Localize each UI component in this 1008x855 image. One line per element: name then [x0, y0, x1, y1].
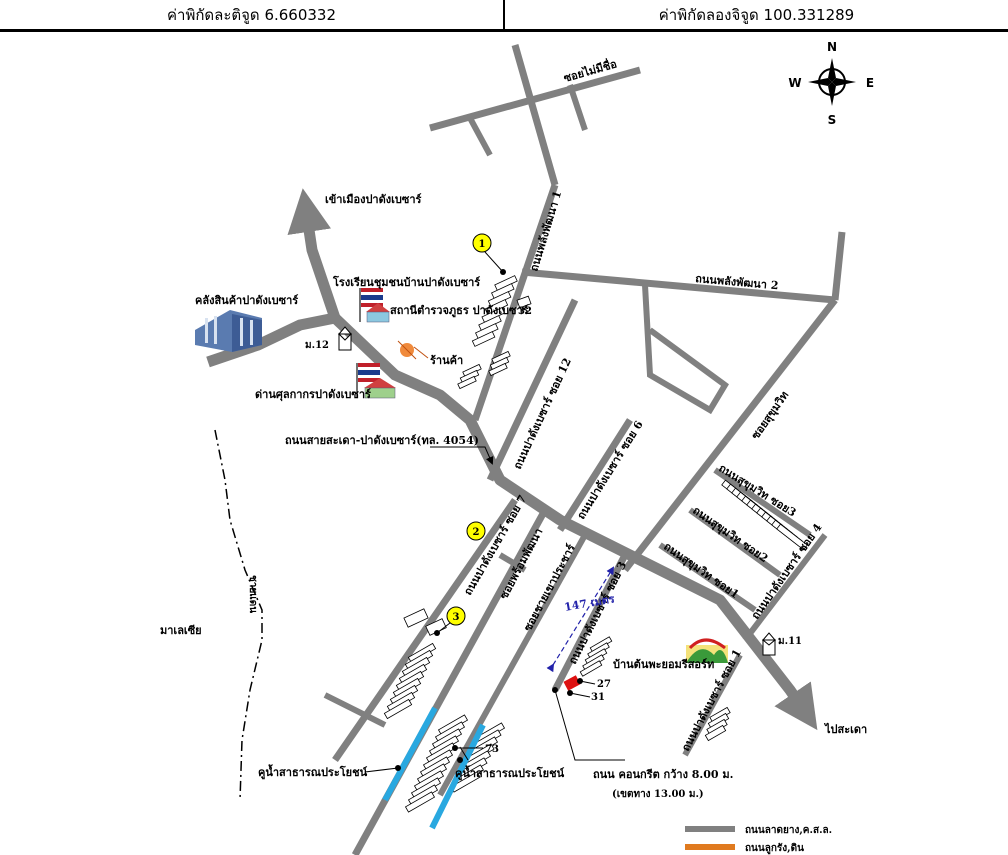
marker-2-label: 2 [473, 527, 480, 538]
road-soi-7-spur [323, 692, 387, 728]
label-road-width: (เขตทาง 13.00 ม.) [612, 789, 704, 800]
label-customs: ด่านศุลกากรปาดังเบซาร์ [255, 388, 371, 402]
temple-icon-mo12 [337, 326, 353, 351]
label-warehouse: คลังสินค้าปาดังเบซาร์ [195, 294, 298, 307]
pointer-lines [364, 446, 625, 773]
latitude-label: ค่าพิกัดละติจูด 6.660332 [166, 5, 337, 24]
canals [382, 706, 486, 830]
label-plot-32: 32 [518, 306, 532, 317]
compass-n: N [827, 40, 837, 54]
marker-3-label: 3 [453, 612, 460, 623]
label-to-sadao: ไปสะเดา [823, 722, 867, 736]
road-ekkachai-2 [688, 507, 782, 578]
label-mo11: ม.11 [778, 636, 802, 647]
marker-3: 3 [436, 606, 466, 634]
label-canal-1: คูน้ำสาธารณประโยชน์ [258, 764, 368, 780]
road-north-trunk [511, 44, 559, 186]
road-spur-2 [567, 84, 588, 131]
compass-e: E [866, 76, 874, 90]
road-soi-no-name [429, 66, 641, 132]
label-soi-7: ถนนปาดังเบซาร์ ซอย 7 [461, 493, 529, 598]
road-phromphattana-spur [498, 552, 527, 573]
road-ekkachai-1 [658, 542, 757, 613]
subject-plot [563, 675, 581, 691]
label-school: โรงเรียนชุมชนบ้านปาดังเบซาร์ [332, 275, 480, 290]
shop-icon [397, 340, 429, 360]
canal-east [429, 723, 486, 830]
compass-icon: N S W E [788, 40, 874, 127]
road-soi-sukhumvit [622, 297, 838, 573]
building-plot [516, 295, 532, 309]
building-plot [704, 724, 727, 742]
temple-icon-mo11 [761, 632, 777, 656]
border-line [214, 429, 263, 801]
building-plot [403, 608, 429, 628]
road-soi-4 [742, 533, 828, 642]
label-thai-border: ชายแดน [247, 575, 258, 613]
marker-2: 2 [466, 521, 486, 541]
location-map: 1 2 3 N S W E [160, 40, 874, 855]
marker-1-label: 1 [479, 239, 486, 250]
label-highway: ถนนสายสะเดา-ปาดังเบซาร์(ทล. 4054) [285, 434, 479, 447]
building-plots [383, 275, 808, 813]
map-legend: ถนนลาดยาง,ค.ส.ล. ถนนลูกรัง,ดิน [685, 825, 832, 855]
building-plot [457, 375, 477, 390]
building-plot [776, 523, 808, 551]
legend-laterite: ถนนลูกรัง,ดิน [745, 842, 804, 855]
label-plot-73: 73 [485, 744, 499, 755]
label-soi-6: ถนนปาดังเบซาร์ ซอย 6 [575, 418, 646, 521]
road-east-vertical [831, 231, 846, 301]
road-network [323, 44, 846, 855]
police-station-icon [359, 288, 390, 323]
label-mo12: ม.12 [305, 340, 329, 351]
warehouse-icon [195, 310, 262, 352]
label-concrete-road: ถนน คอนกรีต กว้าง 8.00 ม. [593, 768, 733, 781]
road-soi-6 [557, 418, 633, 532]
road-soi-1 [682, 653, 743, 757]
legend-asphalt: ถนนลาดยาง,ค.ส.ล. [745, 825, 832, 836]
road-loop [642, 284, 729, 415]
road-phattana-1 [471, 183, 559, 422]
longitude-label: ค่าพิกัดลองจิจูด 100.331289 [503, 0, 1008, 29]
coordinate-header: ค่าพิกัดละติจูด 6.660332 ค่าพิกัดลองจิจู… [0, 0, 1008, 32]
compass-w: W [788, 76, 801, 90]
building-plot [471, 331, 496, 347]
label-resort: บ้านต้นพะยอมรีสอร์ท [613, 658, 714, 671]
road-spur-1 [467, 116, 493, 157]
canal-west [382, 706, 438, 802]
label-to-city: เข้าเมืองปาดังเบซาร์ [325, 193, 422, 206]
yellow-markers: 1 2 3 [436, 233, 504, 634]
label-malaysia: มาเลเซีย [160, 624, 202, 637]
label-shop: ร้านค้า [430, 354, 463, 367]
label-canal-2: คูน้ำสาธารณประโยชน์ [455, 765, 565, 781]
highway-4054 [206, 188, 818, 731]
label-distance: 147 เมตร [563, 592, 615, 614]
compass-s: S [828, 113, 837, 127]
building-plot [488, 362, 508, 377]
road-phattana-2 [521, 268, 836, 304]
label-police: สถานีตำรวจภูธร ปาดังเบซาร์ [390, 304, 529, 318]
marker-1: 1 [472, 233, 504, 273]
customs-icon [356, 363, 396, 399]
label-plot-31: 31 [591, 692, 605, 703]
building-plot [404, 791, 436, 813]
road-ekkachai-3 [713, 467, 812, 538]
road-soi-12 [486, 298, 579, 482]
label-plot-27: 27 [597, 679, 611, 690]
distance-arrow [546, 566, 615, 673]
resort-icon [686, 638, 728, 663]
building-plot [383, 698, 413, 720]
